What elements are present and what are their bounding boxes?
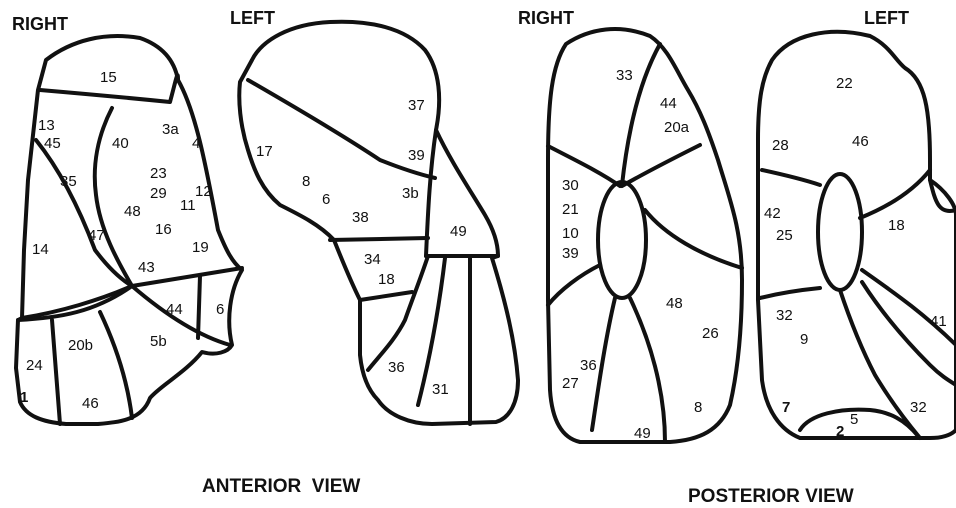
posterior-left-oval [818, 174, 862, 290]
region-label: 14 [32, 241, 49, 258]
region-label: 5b [150, 333, 167, 350]
region-label: 33 [616, 67, 633, 84]
region-label: 32 [776, 307, 793, 324]
region-label: 49 [634, 425, 651, 442]
region-label: 20b [68, 337, 93, 354]
anterior-right-outline [16, 36, 242, 424]
region-label: 41 [930, 313, 947, 330]
anterior-left-divider-5 [360, 292, 412, 300]
region-label: 3a [162, 121, 179, 138]
posterior-view-caption: POSTERIOR VIEW [688, 486, 854, 507]
region-label: 36 [580, 357, 597, 374]
region-label: 42 [764, 205, 781, 222]
posterior-left-header: LEFT [864, 8, 909, 28]
posterior-right-divider-7 [630, 298, 665, 442]
region-label: 12 [195, 183, 212, 200]
anterior-left-outline [239, 22, 518, 424]
region-label: 23 [150, 165, 167, 182]
region-label: 32 [910, 399, 927, 416]
region-label: 47 [88, 227, 105, 244]
region-label: 31 [432, 381, 449, 398]
anterior-right-header: RIGHT [12, 14, 68, 34]
posterior-right-divider-4 [645, 210, 742, 268]
region-label: 6 [322, 191, 330, 208]
region-label: 27 [562, 375, 579, 392]
anterior-left-divider-3 [330, 238, 428, 240]
region-label: 11 [180, 197, 196, 214]
region-label: 25 [776, 227, 793, 244]
region-label: 15 [100, 69, 117, 86]
anterior-left-foot: 37 17 39 8 6 3b 38 49 34 18 36 31 [239, 22, 518, 424]
region-label: 46 [852, 133, 869, 150]
region-label: 36 [388, 359, 405, 376]
region-label: 8 [302, 173, 310, 190]
region-label: 6 [216, 301, 224, 318]
region-label: 38 [352, 209, 369, 226]
anterior-right-divider-10 [100, 312, 132, 418]
region-label: 44 [660, 95, 677, 112]
region-label: 20a [664, 119, 690, 136]
anterior-right-foot: 15 13 45 40 3a 4 35 23 29 12 11 48 16 47… [16, 36, 242, 424]
region-label: 7 [782, 399, 790, 416]
region-label: 30 [562, 177, 579, 194]
region-label: 40 [112, 135, 129, 152]
region-label: 4 [192, 135, 200, 152]
anterior-view-caption: ANTERIOR VIEW [202, 476, 360, 497]
posterior-left-divider-2 [860, 170, 930, 218]
posterior-left-divider-7 [862, 270, 956, 345]
region-label: 49 [450, 223, 467, 240]
region-label: 22 [836, 75, 853, 92]
posterior-right-oval [598, 182, 646, 298]
region-label: 17 [256, 143, 273, 160]
region-label: 44 [166, 301, 183, 318]
region-label: 19 [192, 239, 209, 256]
posterior-right-divider-1 [622, 44, 660, 185]
posterior-right-divider-5 [548, 265, 600, 305]
region-label: 48 [666, 295, 683, 312]
posterior-right-divider-2 [548, 146, 620, 186]
region-label: 10 [562, 225, 579, 242]
region-label: 43 [138, 259, 155, 276]
anterior-left-header: LEFT [230, 8, 275, 28]
region-label: 8 [694, 399, 702, 416]
region-label: 2 [836, 423, 844, 440]
posterior-right-divider-3 [622, 145, 700, 186]
region-label: 5 [850, 411, 858, 428]
region-label: 28 [772, 137, 789, 154]
region-label: 29 [150, 185, 167, 202]
region-label: 26 [702, 325, 719, 342]
region-label: 24 [26, 357, 43, 374]
posterior-left-foot: 22 46 28 42 25 18 32 9 41 7 5 2 32 [758, 32, 956, 440]
region-label: 13 [38, 117, 55, 134]
region-label: 39 [408, 147, 425, 164]
region-label: 34 [364, 251, 381, 268]
region-label: 3b [402, 185, 419, 202]
region-label: 37 [408, 97, 425, 114]
region-label: 21 [562, 201, 579, 218]
region-label: 16 [155, 221, 172, 238]
anterior-left-divider-6 [368, 256, 428, 370]
posterior-right-foot: 33 44 20a 30 21 10 39 48 26 36 27 8 49 [548, 29, 742, 442]
region-label: 45 [44, 135, 61, 152]
anterior-left-divider-1 [248, 80, 435, 178]
region-label: 48 [124, 203, 141, 220]
region-label: 18 [888, 217, 905, 234]
region-label: 35 [60, 173, 77, 190]
region-label: 1 [20, 389, 28, 406]
posterior-left-divider-1 [762, 170, 820, 185]
anterior-right-divider-7 [198, 276, 200, 338]
posterior-right-header: RIGHT [518, 8, 574, 28]
region-label: 39 [562, 245, 579, 262]
region-label: 9 [800, 331, 808, 348]
anterior-right-divider-9 [52, 320, 60, 424]
region-label: 18 [378, 271, 395, 288]
region-label: 46 [82, 395, 99, 412]
posterior-left-divider-4 [760, 288, 820, 298]
